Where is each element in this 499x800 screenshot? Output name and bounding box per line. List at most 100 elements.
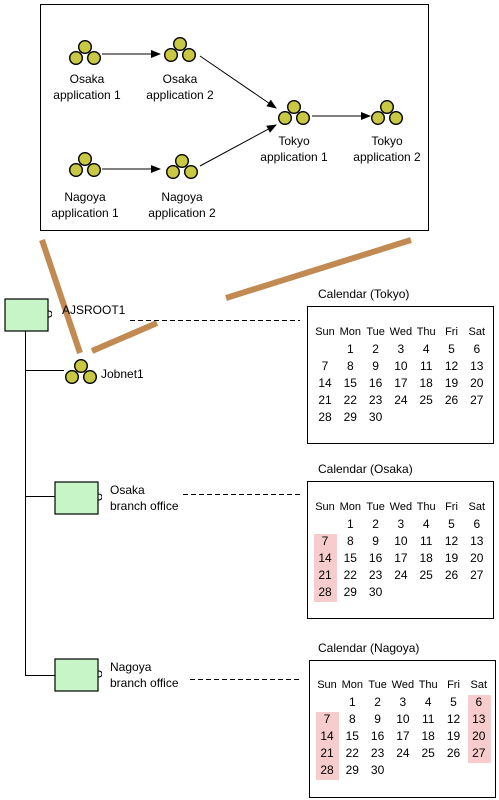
ajsroot1-folder-icon bbox=[4, 298, 52, 332]
day-header: Thu bbox=[416, 326, 436, 338]
zoom-connector-left bbox=[39, 239, 83, 354]
calendar-osaka bbox=[307, 481, 494, 619]
calendar-day: 10 bbox=[394, 359, 408, 373]
calendar-day: 29 bbox=[343, 410, 357, 424]
calendar-day: 7 bbox=[321, 534, 329, 548]
calendar-day: 25 bbox=[421, 746, 435, 760]
calendar-day: 16 bbox=[368, 376, 383, 390]
calendar-day: 14 bbox=[318, 551, 332, 565]
calendar-day: 23 bbox=[368, 568, 383, 582]
calendar-day: 18 bbox=[421, 729, 435, 743]
calendar-day: 27 bbox=[470, 568, 484, 582]
calendar-day: 18 bbox=[419, 376, 433, 390]
calendar-day: 23 bbox=[370, 746, 385, 760]
calendar-day: 11 bbox=[421, 712, 435, 726]
calendar-tokyo bbox=[307, 306, 494, 444]
arrow-osaka2-tokyo1 bbox=[199, 55, 277, 109]
day-header: Tue bbox=[366, 326, 385, 338]
calendar-day: 19 bbox=[444, 376, 459, 390]
calendar-day: 3 bbox=[397, 342, 405, 356]
zoom-connector-right-lower bbox=[90, 320, 159, 354]
calendar-day: 21 bbox=[320, 746, 334, 760]
calendar-day: 20 bbox=[472, 729, 486, 743]
zoom-connector-right-upper bbox=[225, 237, 412, 301]
ajsroot1-label: AJSROOT1 bbox=[62, 303, 126, 317]
calendar-day: 17 bbox=[396, 729, 410, 743]
calendar-day: 20 bbox=[470, 376, 484, 390]
calendar-day: 5 bbox=[448, 517, 455, 531]
calendar-day: 14 bbox=[320, 729, 334, 743]
calendar-day: 8 bbox=[348, 712, 356, 726]
day-header: Mon bbox=[341, 679, 363, 691]
calendar-day: 3 bbox=[399, 695, 407, 709]
calendar-nagoya-title: Calendar (Nagoya) bbox=[318, 641, 420, 655]
calendar-day: 24 bbox=[394, 393, 408, 407]
calendar-day: 16 bbox=[370, 729, 385, 743]
calendar-day: 5 bbox=[448, 342, 455, 356]
calendar-day: 17 bbox=[394, 551, 408, 565]
calendar-day: 27 bbox=[472, 746, 486, 760]
calendar-day: 3 bbox=[397, 517, 405, 531]
day-header: Wed bbox=[389, 501, 413, 513]
calendar-day: 15 bbox=[343, 551, 357, 565]
calendar-day: 5 bbox=[450, 695, 457, 709]
day-header: Thu bbox=[418, 679, 438, 691]
calendar-day: 11 bbox=[419, 534, 433, 548]
calendar-day: 30 bbox=[368, 585, 383, 599]
calendar-day: 8 bbox=[346, 534, 354, 548]
calendar-day: 2 bbox=[372, 517, 379, 531]
day-header: Sat bbox=[468, 501, 486, 513]
flow-arrows bbox=[102, 50, 371, 173]
calendar-day: 4 bbox=[422, 342, 430, 356]
calendar-day: 1 bbox=[348, 695, 356, 709]
day-header: Mon bbox=[339, 326, 361, 338]
calendar-day: 12 bbox=[446, 712, 461, 726]
day-header: Fri bbox=[445, 501, 458, 513]
calendar-day: 21 bbox=[318, 568, 332, 582]
jobnet1-label: Jobnet1 bbox=[101, 367, 144, 381]
calendar-day: 25 bbox=[419, 568, 433, 582]
day-header: Fri bbox=[445, 326, 458, 338]
calendar-day: 28 bbox=[318, 585, 332, 599]
calendar-day: 13 bbox=[470, 359, 484, 373]
calendar-day: 6 bbox=[473, 342, 481, 356]
calendar-day: 13 bbox=[472, 712, 486, 726]
arrow-nagoya2-tokyo1 bbox=[199, 124, 277, 167]
calendar-osaka-title: Calendar (Osaka) bbox=[318, 462, 413, 476]
day-header: Thu bbox=[416, 501, 436, 513]
calendar-day: 30 bbox=[368, 410, 383, 424]
calendar-day: 18 bbox=[419, 551, 433, 565]
calendar-day: 25 bbox=[419, 393, 433, 407]
calendar-day: 10 bbox=[396, 712, 410, 726]
calendar-day: 20 bbox=[470, 551, 484, 565]
day-header: Sun bbox=[315, 501, 335, 513]
dashed-leaders bbox=[130, 320, 300, 680]
calendar-day: 28 bbox=[318, 410, 332, 424]
day-header: Wed bbox=[389, 326, 413, 338]
calendar-day: 22 bbox=[343, 393, 357, 407]
calendar-day: 26 bbox=[446, 746, 461, 760]
calendar-day: 17 bbox=[394, 376, 408, 390]
calendar-day: 29 bbox=[345, 763, 359, 777]
calendar-day: 16 bbox=[368, 551, 383, 565]
calendar-day: 8 bbox=[346, 359, 354, 373]
calendar-day: 27 bbox=[470, 393, 484, 407]
calendar-day: 26 bbox=[444, 393, 459, 407]
day-header: Wed bbox=[391, 679, 415, 691]
tree-lines bbox=[25, 331, 64, 676]
day-header: Tue bbox=[368, 679, 387, 691]
calendar-day: 12 bbox=[444, 534, 459, 548]
calendar-day: 9 bbox=[372, 359, 379, 373]
holiday-column-highlight bbox=[314, 534, 338, 602]
calendar-day: 6 bbox=[473, 517, 481, 531]
calendar-day: 19 bbox=[446, 729, 461, 743]
holiday-column-highlight bbox=[467, 695, 492, 763]
calendar-day: 22 bbox=[345, 746, 359, 760]
day-header: Sat bbox=[468, 326, 486, 338]
